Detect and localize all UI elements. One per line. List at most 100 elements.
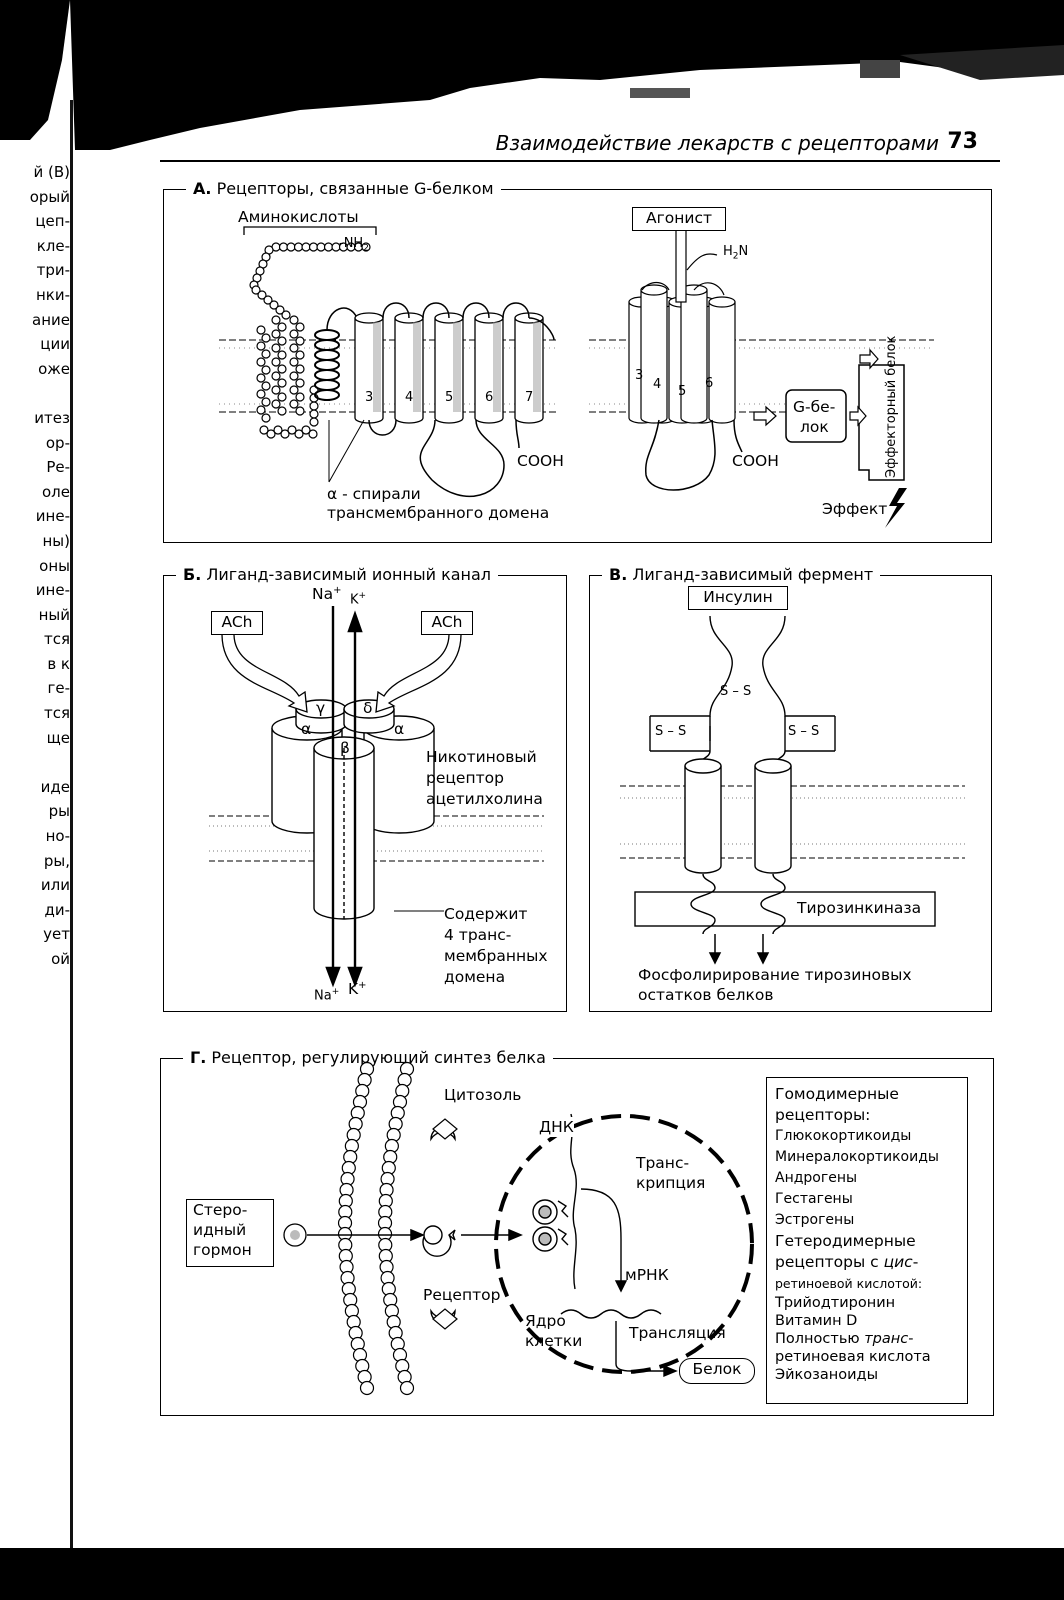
margin-fragment: ры (48, 802, 70, 821)
label-g-protein-1: G-бе- (793, 398, 836, 416)
label-receptor: Рецептор (423, 1286, 501, 1304)
label-receptor-2: рецептор (426, 769, 504, 787)
legend-hetero-item: Трийодтиронин (775, 1295, 896, 1311)
margin-fragment: ще (46, 728, 70, 747)
label-ss-left: S – S (655, 724, 687, 739)
label-cytosol: Цитозоль (444, 1086, 522, 1104)
label-alpha-right: α (394, 720, 405, 738)
margin-fragment: ине- (35, 507, 70, 526)
margin-fragment: ание (32, 310, 70, 329)
margin-fragment: ой (51, 950, 70, 968)
panel-a-title: А. Рецепторы, связанные G-белком (186, 178, 501, 200)
panel-g-title-text: Рецептор, регулирующий синтез белка (211, 1048, 546, 1067)
legend-homo-item: Эстрогены (775, 1212, 855, 1228)
label-amino-acids: Аминокислоты (238, 208, 359, 226)
label-nucleus-1: Ядро (525, 1312, 566, 1330)
label-transcription-1: Транс- (636, 1154, 690, 1172)
label-k-bottom: K+ (348, 980, 367, 999)
protein-box: Белок (679, 1358, 755, 1384)
legend-homo-item: Глюкокортикоиды (775, 1128, 912, 1144)
receptor-cylinders (684, 758, 792, 874)
amino-acid-chain (249, 242, 371, 439)
label-gamma: γ (316, 699, 326, 717)
receptor-legend: Гомодимерные рецепторы: Глюкокортикоиды … (766, 1077, 968, 1404)
margin-fragment: й (В) (33, 163, 70, 181)
label-receptor-3: ацетилхолина (426, 790, 543, 808)
g-protein-box (785, 389, 847, 443)
scan-bottom-edge (0, 1548, 1064, 1600)
label-transcription-2: крипция (636, 1174, 706, 1192)
margin-fragment: итез (34, 408, 70, 427)
legend-hetero-item: ретиноевая кислота (775, 1349, 931, 1365)
label-delta: δ (363, 699, 373, 717)
book-spine-line (70, 100, 73, 1550)
ion-flow-arrows (325, 606, 363, 988)
running-head-title: Взаимодействие лекарств с рецепторами (495, 131, 939, 155)
margin-fragment: оже (38, 359, 70, 378)
margin-fragment: ции (40, 335, 70, 354)
margin-fragment: Ре- (46, 458, 70, 477)
alpha-leader-lines (328, 419, 365, 483)
agonist-stem (675, 229, 687, 303)
label-contains-4: домена (444, 968, 506, 986)
margin-fragment: оны (39, 556, 70, 575)
margin-fragment: но- (45, 827, 70, 846)
label-effect: Эффект (822, 500, 888, 518)
cell-membrane-beads (337, 1061, 415, 1396)
label-k-top: K+ (350, 591, 367, 608)
legend-heterodimer-3: ретиноевой кислотой: (775, 1276, 923, 1291)
margin-fragment: нки- (35, 285, 70, 304)
helix-number: 4 (405, 390, 414, 405)
label-cooh-right: COOH (732, 452, 779, 470)
legend-homo-item: Минералокортикоиды (775, 1149, 939, 1165)
ach-box-right: ACh (421, 611, 473, 635)
helix-number: 5 (678, 384, 687, 399)
label-tyrosine-kinase: Тирозинкиназа (795, 898, 924, 918)
panel-a-diagram (219, 226, 934, 528)
margin-fragment: ор- (45, 433, 70, 452)
effect-lightning-icon (885, 488, 907, 528)
label-receptor-1: Никотиновый (426, 748, 537, 766)
label-cooh-left: COOH (517, 452, 564, 470)
ach-arrows (221, 633, 462, 713)
legend-homo-item: Андрогены (775, 1170, 858, 1186)
margin-fragment: оле (42, 482, 70, 501)
label-alpha-helices-2: трансмембранного домена (327, 504, 550, 522)
margin-fragment: орый (29, 187, 70, 206)
label-beta: β (340, 739, 350, 757)
phospho-arrows (708, 934, 770, 965)
receptor-leader-shapes (432, 1118, 458, 1330)
label-translation: Трансляция (629, 1324, 726, 1342)
label-phospho-1: Фосфолирирование тирозиновых (638, 966, 912, 984)
panel-v-title: В. Лиганд-зависимый фермент (602, 564, 881, 586)
loop-right-bottom (645, 419, 716, 491)
kinase-squiggles (690, 873, 786, 935)
helix-number: 3 (365, 390, 374, 405)
margin-fragment: ине- (35, 581, 70, 600)
steroid-hormone-ball (283, 1223, 307, 1247)
agonist-box: Агонист (632, 207, 726, 231)
margin-fragment: ге- (47, 679, 70, 698)
panel-v-ligand-enzyme: В. Лиганд-зависимый фермент (589, 564, 992, 1012)
alpha-helix-coil (314, 329, 340, 401)
panel-b-title: Б. Лиганд-зависимый ионный канал (176, 564, 499, 586)
margin-fragment: ди- (44, 900, 70, 919)
legend-homodimer-2: рецепторы: (775, 1106, 871, 1124)
helix-number: 7 (525, 390, 534, 405)
label-ss-right: S – S (788, 724, 820, 739)
transcription-arrow (580, 1188, 628, 1293)
dna-strand (570, 1113, 577, 1290)
panel-b-diagram (209, 606, 544, 988)
label-alpha-helices-1: α - спирали (327, 485, 421, 503)
margin-fragment: ры, (43, 851, 70, 870)
hollow-arrows (753, 348, 879, 427)
translation-arrow (615, 1321, 678, 1378)
loops-left (368, 302, 555, 498)
label-phospho-2: остатков белков (638, 986, 774, 1004)
label-effector-protein: Эффекторный белок (884, 335, 899, 478)
helix-number: 3 (635, 368, 644, 383)
panel-v-title-text: Лиганд-зависимый фермент (632, 565, 874, 584)
legend-homo-item: Гестагены (775, 1191, 853, 1207)
arrow-into-cell (307, 1228, 523, 1242)
